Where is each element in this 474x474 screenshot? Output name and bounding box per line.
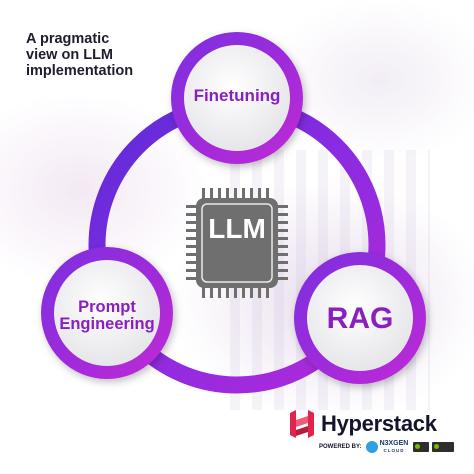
headline-line-1: A pragmatic <box>26 31 110 47</box>
n3xgen-sub: CLOUD <box>383 448 405 453</box>
node-rag-circle <box>294 252 426 384</box>
node-label-prompt-engineering-line-1: Prompt <box>78 298 136 316</box>
node-label-prompt-engineering: Prompt Engineering <box>42 298 172 334</box>
brand-name: Hyperstack <box>321 411 437 436</box>
n3xgen-wordmark: N3XGEN CLOUD <box>380 440 409 454</box>
node-prompt-engineering-circle <box>41 247 173 379</box>
powered-by-row: POWERED BY: N3XGEN CLOUD <box>319 440 455 454</box>
chip-label: LLM <box>208 213 266 244</box>
headline-line-2: view on LLM <box>26 47 113 63</box>
n3xgen-logo-icon <box>365 441 378 453</box>
headline-line-3: implementation <box>26 63 134 79</box>
powered-by-label: POWERED BY: <box>319 444 362 450</box>
n3xgen-name: N3XGEN <box>379 440 409 447</box>
node-finetuning-circle <box>171 32 303 164</box>
nvidia-partner-badge-icon <box>413 442 430 452</box>
headline: A pragmatic view on LLM implementation <box>26 31 196 79</box>
nvidia-elite-badge-icon <box>432 442 455 452</box>
chip-icon <box>186 188 288 298</box>
node-label-rag: RAG <box>326 302 394 335</box>
hyperstack-logo-icon <box>290 410 314 438</box>
node-label-prompt-engineering-line-2: Engineering <box>59 315 155 334</box>
hyperstack-brand: Hyperstack <box>290 409 437 439</box>
node-label-finetuning: Finetuning <box>193 86 281 105</box>
